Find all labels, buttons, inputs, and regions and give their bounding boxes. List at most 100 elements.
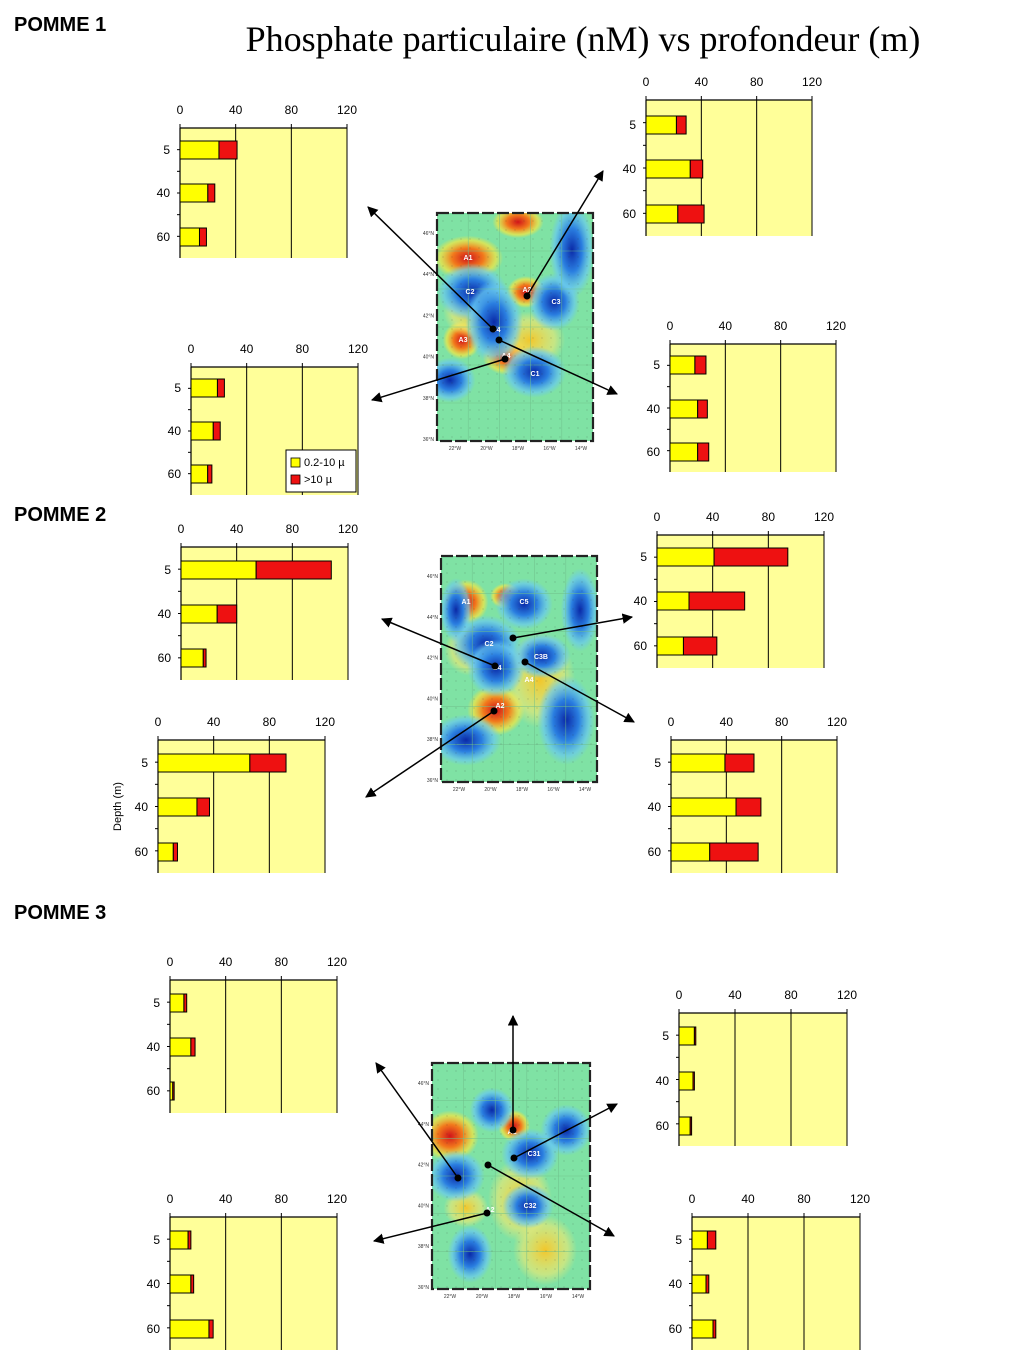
current-vector-dot — [532, 256, 534, 258]
bar-small-fraction — [190, 421, 214, 441]
current-vector-dot — [577, 283, 579, 285]
current-vector-dot — [523, 418, 525, 420]
current-vector-dot — [500, 1070, 502, 1072]
current-vector-dot — [496, 274, 498, 276]
current-vector-dot — [469, 247, 471, 249]
x-tick-label: 0 — [167, 955, 174, 969]
current-vector-dot — [518, 1142, 520, 1144]
current-vector-dot — [541, 247, 543, 249]
current-vector-dot — [464, 1151, 466, 1153]
current-vector-dot — [572, 1115, 574, 1117]
current-vector-dot — [500, 1241, 502, 1243]
current-vector-dot — [527, 1115, 529, 1117]
bar-small-fraction — [157, 842, 174, 862]
current-vector-dot — [491, 779, 493, 781]
x-tick-label: 80 — [774, 319, 788, 333]
current-vector-dot — [473, 779, 475, 781]
current-vector-dot — [437, 1115, 439, 1117]
current-vector-dot — [509, 1268, 511, 1270]
current-vector-dot — [550, 328, 552, 330]
current-vector-dot — [464, 725, 466, 727]
current-vector-dot — [478, 310, 480, 312]
pointer-arrow — [375, 1062, 459, 1179]
current-vector-dot — [505, 265, 507, 267]
current-vector-dot — [437, 1178, 439, 1180]
current-vector-dot — [482, 1124, 484, 1126]
current-vector-dot — [563, 1205, 565, 1207]
map-latitude-label: 44°N — [427, 615, 439, 621]
current-vector-dot — [464, 1205, 466, 1207]
current-vector-dot — [577, 238, 579, 240]
bar-small-fraction — [670, 797, 737, 817]
current-vector-dot — [532, 319, 534, 321]
y-tick-label: 60 — [157, 230, 171, 244]
bar-large-fraction — [693, 1026, 697, 1046]
current-vector-dot — [577, 409, 579, 411]
y-tick-label: 40 — [158, 607, 172, 621]
current-vector-dot — [572, 1259, 574, 1261]
current-vector-dot — [464, 1115, 466, 1117]
current-vector-dot — [500, 1232, 502, 1234]
current-vector-dot — [532, 328, 534, 330]
current-vector-dot — [455, 1286, 457, 1288]
current-vector-dot — [505, 346, 507, 348]
current-vector-dot — [568, 355, 570, 357]
current-vector-dot — [464, 1097, 466, 1099]
current-vector-dot — [469, 229, 471, 231]
bar-large-fraction — [682, 636, 718, 656]
current-vector-dot — [473, 698, 475, 700]
current-vector-dot — [500, 572, 502, 574]
map-longitude-label: 18°W — [508, 1294, 521, 1300]
current-vector-dot — [536, 743, 538, 745]
x-tick-label: 40 — [720, 715, 734, 729]
current-vector-dot — [487, 283, 489, 285]
current-vector-dot — [590, 671, 592, 673]
current-vector-dot — [514, 310, 516, 312]
current-vector-dot — [577, 337, 579, 339]
current-vector-dot — [446, 572, 448, 574]
bar-large-fraction — [712, 1319, 717, 1339]
current-vector-dot — [554, 752, 556, 754]
current-vector-dot — [509, 689, 511, 691]
current-vector-dot — [455, 581, 457, 583]
current-vector-dot — [482, 734, 484, 736]
current-vector-dot — [446, 1250, 448, 1252]
current-vector-dot — [514, 238, 516, 240]
current-vector-dot — [550, 247, 552, 249]
bar-large-fraction — [692, 1071, 695, 1091]
current-vector-dot — [446, 1070, 448, 1072]
current-vector-dot — [496, 220, 498, 222]
current-vector-dot — [505, 364, 507, 366]
bar-small-fraction — [691, 1319, 714, 1339]
current-vector-dot — [446, 1223, 448, 1225]
current-vector-dot — [482, 572, 484, 574]
current-vector-dot — [446, 590, 448, 592]
current-vector-dot — [545, 1169, 547, 1171]
current-vector-dot — [572, 617, 574, 619]
current-vector-dot — [590, 617, 592, 619]
current-vector-dot — [554, 1115, 556, 1117]
current-vector-dot — [559, 220, 561, 222]
current-vector-dot — [500, 635, 502, 637]
current-vector-dot — [554, 563, 556, 565]
x-tick-label: 40 — [230, 522, 244, 536]
current-vector-dot — [523, 247, 525, 249]
current-vector-dot — [473, 1097, 475, 1099]
current-vector-dot — [500, 1268, 502, 1270]
current-vector-dot — [464, 1277, 466, 1279]
current-vector-dot — [473, 626, 475, 628]
current-vector-dot — [572, 725, 574, 727]
current-vector-dot — [532, 283, 534, 285]
y-tick-label: 5 — [640, 550, 647, 564]
current-vector-dot — [527, 1277, 529, 1279]
x-tick-label: 80 — [275, 955, 289, 969]
current-vector-dot — [541, 283, 543, 285]
current-vector-dot — [514, 373, 516, 375]
bar-small-fraction — [678, 1116, 691, 1136]
anticyclone-patch — [432, 1110, 479, 1162]
current-vector-dot — [464, 1232, 466, 1234]
current-vector-dot — [446, 1178, 448, 1180]
current-vector-dot — [482, 653, 484, 655]
current-vector-dot — [536, 1277, 538, 1279]
